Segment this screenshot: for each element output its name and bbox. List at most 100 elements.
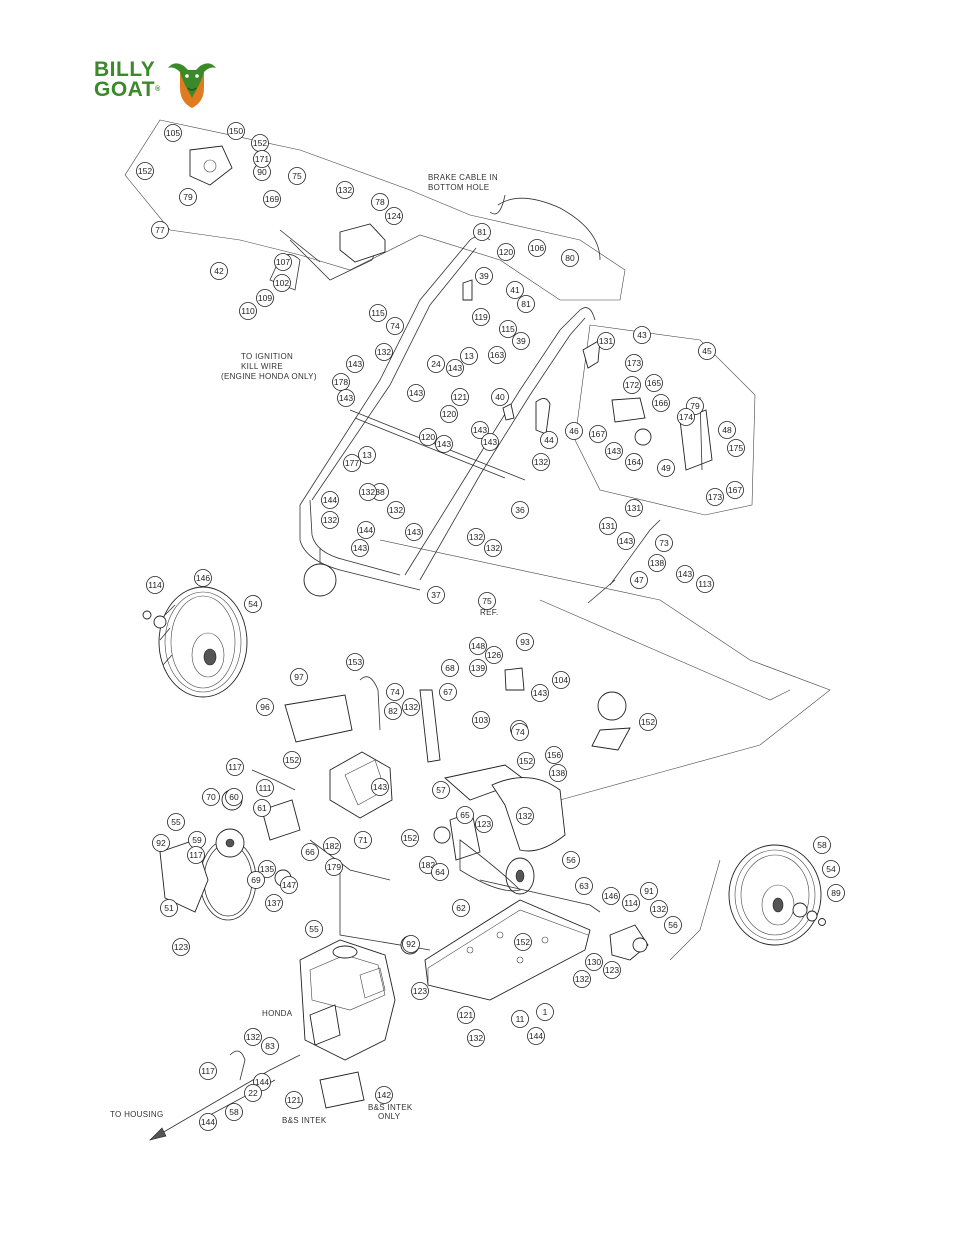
callout-number: 42: [214, 266, 224, 276]
callout-bubble: 81: [517, 295, 535, 313]
callout-number: 78: [375, 197, 385, 207]
callout-number: 40: [495, 392, 505, 402]
callout-number: 152: [138, 166, 152, 176]
callout-circle: [589, 425, 607, 443]
callout-circle: [822, 860, 840, 878]
callout-bubble: 144: [357, 521, 375, 539]
note-honda: HONDA: [262, 1009, 293, 1018]
callout-circle: [285, 1091, 303, 1109]
callout-circle: [602, 887, 620, 905]
callout-bubble: 74: [386, 317, 404, 335]
callout-number: 132: [361, 487, 375, 497]
note-to-housing: TO HOUSING: [110, 1110, 164, 1119]
callout-circle: [273, 274, 291, 292]
callout-circle: [386, 683, 404, 701]
callout-circle: [827, 884, 845, 902]
callout-circle: [603, 961, 621, 979]
logo-text: BILLY GOAT®: [94, 59, 161, 100]
callout-circle: [497, 243, 515, 261]
callout-number: 123: [174, 942, 188, 952]
callout-bubble: 113: [696, 575, 714, 593]
callout-number: 114: [624, 898, 638, 908]
callout-bubble: 69: [247, 871, 265, 889]
callout-bubble: 148: [469, 637, 487, 655]
callout-bubble: 44: [540, 431, 558, 449]
callout-bubble: 123: [475, 815, 493, 833]
callout-number: 156: [547, 750, 561, 760]
callout-bubble: 132: [359, 483, 377, 501]
callout-circle: [179, 188, 197, 206]
callout-number: 117: [228, 762, 242, 772]
callout-circle: [540, 431, 558, 449]
callout-bubble: 152: [283, 751, 301, 769]
callout-bubble: 80: [561, 249, 579, 267]
callout-number: 132: [652, 904, 666, 914]
callout-bubble: 121: [285, 1091, 303, 1109]
callout-bubble: 126: [485, 646, 503, 664]
callout-circle: [441, 659, 459, 677]
callout-number: 143: [678, 569, 692, 579]
callout-number: 132: [575, 974, 589, 984]
callout-bubble: 143: [405, 523, 423, 541]
callout-number: 152: [285, 755, 299, 765]
callout-circle: [472, 711, 490, 729]
callout-bubble: 142: [375, 1086, 393, 1104]
callout-circle: [244, 1028, 262, 1046]
note-bs-intek-only-1: B&S INTEK: [368, 1103, 413, 1112]
callout-bubble: 143: [346, 355, 364, 373]
callout-circle: [227, 122, 245, 140]
callout-circle: [484, 539, 502, 557]
callout-number: 139: [471, 663, 485, 673]
callout-number: 131: [599, 336, 613, 346]
callout-circle: [726, 481, 744, 499]
callout-number: 46: [569, 426, 579, 436]
callout-number: 132: [486, 543, 500, 553]
callout-number: 121: [453, 392, 467, 402]
callout-bubble: 143: [676, 565, 694, 583]
callout-number: 59: [192, 835, 202, 845]
callout-circle: [452, 899, 470, 917]
callout-bubble: 120: [419, 428, 437, 446]
callout-circle: [172, 938, 190, 956]
callout-number: 47: [634, 575, 644, 585]
callout-bubble: 13: [358, 446, 376, 464]
callout-bubble: 68: [441, 659, 459, 677]
callout-circle: [258, 860, 276, 878]
callout-bubble: 132: [321, 511, 339, 529]
callout-bubble: 58: [813, 836, 831, 854]
callout-bubble: 143: [617, 532, 635, 550]
callout-bubble: 65: [456, 806, 474, 824]
callout-circle: [469, 637, 487, 655]
callout-number: 143: [407, 527, 421, 537]
callout-circle: [625, 354, 643, 372]
callout-number: 132: [389, 505, 403, 515]
callout-circle: [359, 483, 377, 501]
callout-number: 61: [257, 803, 267, 813]
callout-number: 124: [387, 211, 401, 221]
callout-number: 58: [229, 1107, 239, 1117]
callout-circle: [718, 421, 736, 439]
callout-number: 55: [171, 817, 181, 827]
callout-number: 60: [229, 792, 239, 802]
callout-number: 43: [637, 330, 647, 340]
callout-circle: [288, 167, 306, 185]
callout-bubble: 75: [288, 167, 306, 185]
callout-circle: [471, 421, 489, 439]
billy-goat-logo: BILLY GOAT®: [94, 58, 234, 110]
callout-circle: [475, 815, 493, 833]
callout-number: 71: [358, 835, 368, 845]
callout-circle: [202, 788, 220, 806]
callout-bubble: 107: [274, 253, 292, 271]
callout-number: 79: [183, 192, 193, 202]
callout-bubble: 137: [265, 894, 283, 912]
callout-bubble: 165: [645, 374, 663, 392]
callout-bubble: 60: [225, 788, 243, 806]
callout-circle: [645, 374, 663, 392]
callout-bubble: 143: [605, 442, 623, 460]
callout-bubble: 42: [210, 262, 228, 280]
callout-bubble: 144: [527, 1027, 545, 1045]
callout-bubble: 131: [599, 517, 617, 535]
callout-number: 113: [698, 579, 712, 589]
callout-circle: [528, 239, 546, 257]
callout-bubble: 64: [431, 863, 449, 881]
